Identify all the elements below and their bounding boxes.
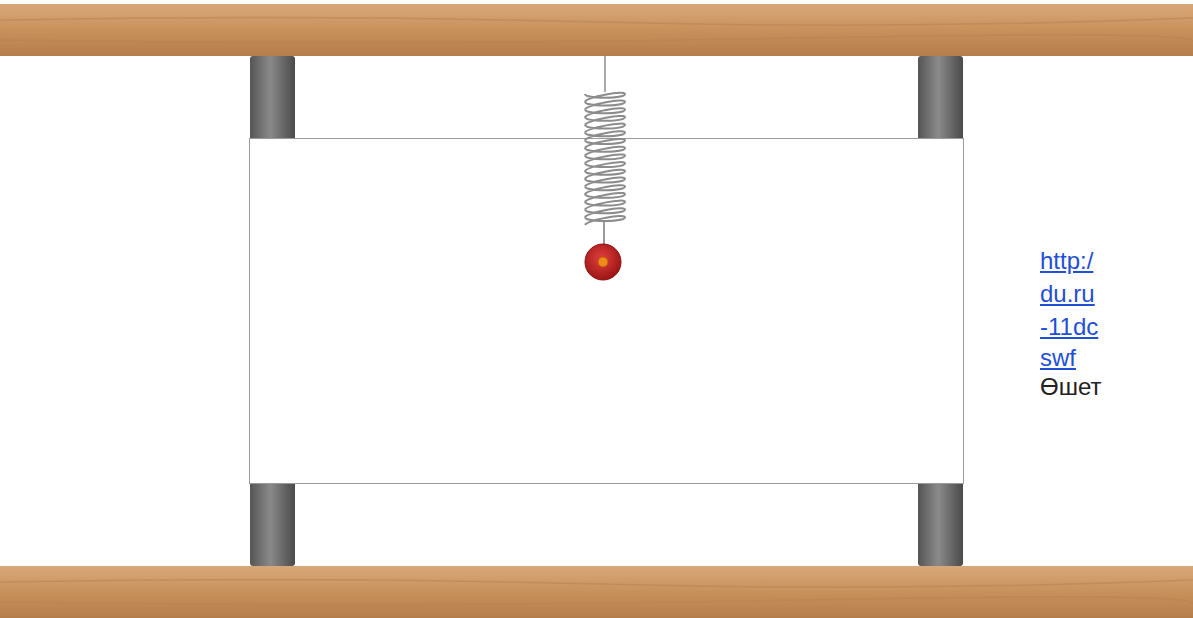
link-text: swf <box>1040 343 1076 373</box>
top-beam <box>0 4 1193 56</box>
cabin-box <box>250 139 964 484</box>
note-text: Өшет <box>1040 372 1101 402</box>
link-text: du.ru <box>1040 279 1095 309</box>
ball-center <box>598 257 608 267</box>
spring-wire <box>604 56 606 92</box>
wood-grain <box>0 17 1193 42</box>
bottom-beam <box>0 566 1193 618</box>
link-text: -11dc <box>1040 312 1098 342</box>
spring <box>585 93 625 225</box>
spring-hook <box>603 222 605 246</box>
wood-grain <box>0 579 1193 604</box>
ball <box>585 244 621 280</box>
link-text: http:/ <box>1040 246 1093 276</box>
